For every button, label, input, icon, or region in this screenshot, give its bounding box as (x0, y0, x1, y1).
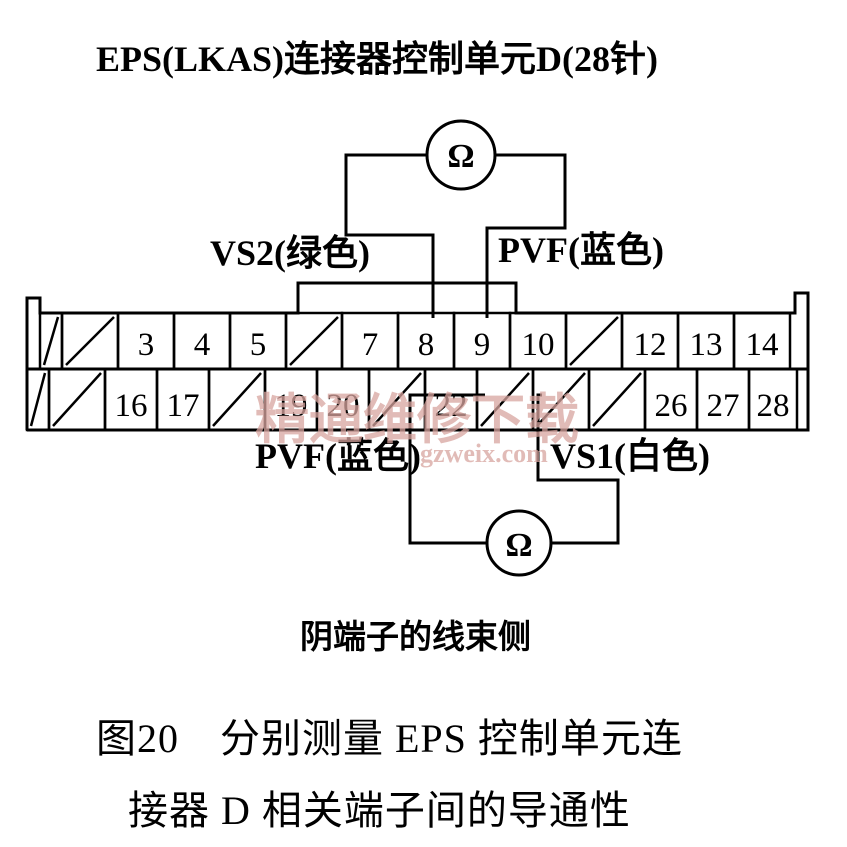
top-ohm-symbol: Ω (447, 138, 474, 175)
bottom-left-wire-label: PVF(蓝色) (255, 436, 421, 476)
connector-cell (25, 367, 51, 432)
blank-cavity-slash (569, 316, 619, 366)
blank-cavity-slash (372, 372, 422, 427)
connector-cell (564, 311, 624, 371)
connector-cell: 8 (396, 311, 456, 371)
top-ohmmeter: Ω (425, 119, 497, 191)
pin-number: 13 (690, 327, 723, 363)
caption-line-2: 接器 D 相关端子间的导通性 (128, 788, 631, 833)
bottom-probe-wires (408, 393, 620, 545)
pin-number: 5 (250, 327, 267, 363)
pin-number: 19 (275, 388, 308, 424)
pin-number: 16 (115, 388, 148, 424)
connector-cell: 28 (747, 367, 799, 432)
pin-number: 27 (707, 388, 740, 424)
connector-cell: 12 (620, 311, 680, 371)
connector-cell: 9 (452, 311, 512, 371)
connector-cell: 3 (116, 311, 176, 371)
blank-cavity-slash (592, 372, 642, 427)
bottom-right-wire-label: VS1(白色) (550, 436, 710, 476)
connector-cell: 5 (228, 311, 288, 371)
watermark-text: 精通维修下载 (255, 390, 579, 450)
blank-cavity-slash (212, 372, 262, 427)
pin-number: 4 (194, 327, 211, 363)
connector-cell: 19 (263, 367, 319, 432)
connector-cell: 26 (643, 367, 699, 432)
top-probe-wires (344, 153, 567, 318)
blank-cavity-slash (65, 316, 115, 366)
pin-number: 17 (167, 388, 200, 424)
bottom-ohmmeter: Ω (485, 509, 553, 577)
pin-number: 20 (327, 388, 360, 424)
connector-cell: 14 (732, 311, 792, 371)
top-right-wire-label: PVF(蓝色) (498, 230, 664, 270)
connector-cell (38, 311, 64, 371)
connector-cell: 4 (172, 311, 232, 371)
caption-line-1: 图20 分别测量 EPS 控制单元连 (96, 716, 683, 761)
blank-cavity-slash (480, 372, 530, 427)
bottom-ohm-symbol: Ω (505, 527, 532, 564)
blank-cavity-slash (29, 372, 47, 427)
watermark-url: gzweix.com (420, 439, 548, 468)
top-left-wire-label: VS2(绿色) (210, 233, 370, 273)
connector-cell: 7 (340, 311, 400, 371)
connector-cell (47, 367, 107, 432)
connector-cell: 17 (155, 367, 211, 432)
pin-number: 26 (655, 388, 688, 424)
pin-number: 9 (474, 327, 491, 363)
connector-cell (60, 311, 120, 371)
pin-number: 12 (634, 327, 667, 363)
connector-cell: 27 (695, 367, 751, 432)
pin-number: 3 (138, 327, 155, 363)
harness-side-label: 阴端子的线束侧 (300, 620, 531, 656)
connector-cell: 10 (508, 311, 568, 371)
pin-number: 14 (746, 327, 779, 363)
pin-number: 28 (757, 388, 790, 424)
diagram-title: EPS(LKAS)连接器控制单元D(28针) (96, 39, 659, 79)
blank-cavity-slash (289, 316, 339, 366)
pin-number: 8 (418, 327, 435, 363)
blank-cavity-slash (536, 372, 586, 427)
pin-number: 10 (522, 327, 555, 363)
connector-cell: 13 (676, 311, 736, 371)
connector-cell (587, 367, 647, 432)
connector-row-1: 3 4 5 7 8 9 10 12 13 14 (38, 311, 792, 371)
blank-cavity-slash (42, 316, 60, 366)
connector-cell: 16 (103, 367, 159, 432)
pin-number: 7 (362, 327, 379, 363)
connector-cell (284, 311, 344, 371)
blank-cavity-slash (52, 372, 102, 427)
